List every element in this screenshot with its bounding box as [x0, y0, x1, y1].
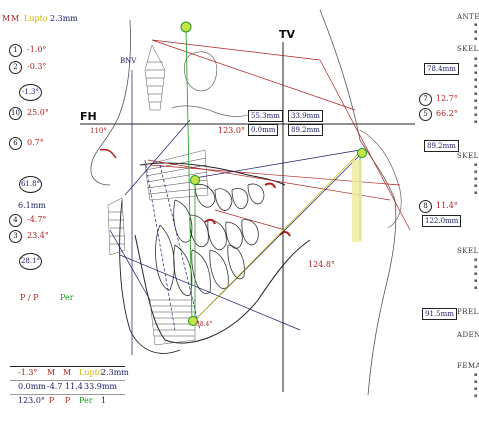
center-angle-label: 123.0°	[218, 126, 245, 135]
bottom-r1-c2: M	[47, 368, 56, 377]
yellow-band	[352, 160, 362, 242]
bottom-r3-c3: P	[65, 396, 71, 405]
right-value-8: 11.4°	[436, 201, 458, 210]
left-value-2: -0.3°	[27, 62, 47, 71]
right-ticks-4: ▪▪▪▪▪	[474, 257, 478, 291]
dentition	[155, 183, 265, 296]
landmark-point-soft-tissue[interactable]	[357, 148, 367, 158]
right-label-ante: ANTE	[457, 13, 479, 21]
badge-1: 1	[9, 44, 22, 57]
badge-3: 3	[9, 230, 22, 243]
red-analysis-lines	[99, 39, 411, 237]
badge-8: 8	[419, 200, 432, 213]
badge-4: 4	[9, 214, 22, 227]
header-value: 2.3mm	[50, 14, 78, 23]
bottom-r1-c5: 2.3mm	[101, 368, 129, 377]
oval-value-2: 61.8°	[19, 176, 42, 193]
sella-region	[171, 105, 256, 117]
badge-2: 2	[9, 61, 22, 74]
bottom-r1-c3: M	[63, 368, 72, 377]
hatched-chin	[149, 299, 196, 346]
bottom-r1-c4: Lupto	[79, 368, 103, 377]
badge-5: 5	[419, 108, 432, 121]
ramus-outline	[119, 199, 181, 354]
right-box-1: 78.4mm	[424, 63, 459, 75]
cranium-outline	[90, 19, 131, 186]
orbit-outline	[184, 51, 218, 92]
hatched-nasal-region	[144, 44, 166, 111]
badge-7: 7	[419, 93, 432, 106]
bottom-table	[10, 366, 125, 411]
bottom-r3-c5: 1	[101, 396, 107, 405]
right-label-skel-3: SKEL	[457, 247, 479, 255]
bottom-r1-c1: -1.3°	[18, 368, 38, 377]
nasal-profile	[359, 129, 402, 229]
hatched-lip	[107, 197, 126, 256]
measure-box-4: 89.2mm	[288, 124, 323, 136]
landmark-point-upper-incisor[interactable]	[190, 175, 200, 185]
landmark-point-top[interactable]	[180, 21, 192, 33]
bottom-r3-c1: 123.0°	[18, 396, 45, 405]
oval-value-3: 28.1°	[19, 253, 42, 270]
right-box-4: 91.5mm	[422, 308, 457, 320]
left-value-6: 0.7°	[27, 138, 44, 147]
bottom-table-row-divider-1	[10, 380, 125, 381]
bottom-r2-c2: -4.7	[47, 382, 63, 391]
header-m2: M	[11, 14, 20, 23]
navy-analysis-lines	[109, 119, 361, 331]
right-ticks-3: ▪▪▪▪▪	[474, 162, 478, 196]
right-label-skel-1: SKEL	[457, 45, 479, 53]
measure-box-1: 55.3mm	[248, 110, 283, 122]
bottom-r3-c2: P	[49, 396, 55, 405]
header-lupto: Lupto	[24, 14, 48, 23]
left-value-4: -4.7°	[27, 215, 47, 224]
fh-angle-label: 110°	[90, 127, 107, 135]
soft-tissue-profile	[319, 9, 397, 396]
gonial-angle-label: 124.8°	[308, 260, 335, 269]
right-label-prel: PREL	[457, 308, 479, 316]
left-value-10: 25.0°	[27, 108, 49, 117]
bnv-label: BNV	[120, 57, 137, 65]
per-label: Per	[60, 293, 74, 302]
header-m1: M	[2, 14, 11, 23]
measure-box-3: 0.0mm	[248, 124, 279, 136]
bottom-table-row-divider-2	[10, 394, 125, 395]
right-label-skel-2: SKEL	[457, 152, 479, 160]
yellow-line	[194, 149, 363, 321]
right-ticks-2: ▪▪▪▪▪▪▪▪▪▪	[474, 56, 478, 125]
measure-box-2: 33.9mm	[288, 110, 323, 122]
landmark-point-chin[interactable]	[188, 316, 198, 326]
right-box-3: 122.0mm	[422, 215, 462, 227]
right-value-7: 12.7°	[436, 94, 458, 103]
right-box-2: 89.2mm	[424, 140, 459, 152]
tv-label: TV	[279, 28, 296, 41]
bottom-r2-c3: 11.4	[65, 382, 83, 391]
hatched-maxilla	[144, 149, 209, 201]
bottom-r2-c1: 0.0mm	[18, 382, 46, 391]
right-label-aden: ADEN	[457, 331, 479, 339]
left-value-3: 23.4°	[27, 231, 49, 240]
lower-angle-label: 58.4°	[196, 321, 213, 328]
badge-10: 10	[9, 107, 22, 120]
pp-label: P / P	[20, 293, 39, 302]
fh-label: FH	[80, 110, 97, 123]
left-value-mm: 6.1mm	[18, 201, 46, 210]
right-ticks-1: ▪▪▪	[474, 22, 478, 42]
mandible-outline	[134, 234, 311, 344]
right-ticks-5: ▪▪▪▪	[474, 372, 478, 399]
bottom-r2-c4: 33.9mm	[84, 382, 117, 391]
right-label-fema: FEMA	[457, 362, 479, 370]
bottom-r3-c4: Per	[79, 396, 93, 405]
right-value-5: 66.2°	[436, 109, 458, 118]
badge-6: 6	[9, 137, 22, 150]
oval-value-1: -1.3°	[19, 84, 42, 101]
left-value-1: -1.0°	[27, 45, 47, 54]
